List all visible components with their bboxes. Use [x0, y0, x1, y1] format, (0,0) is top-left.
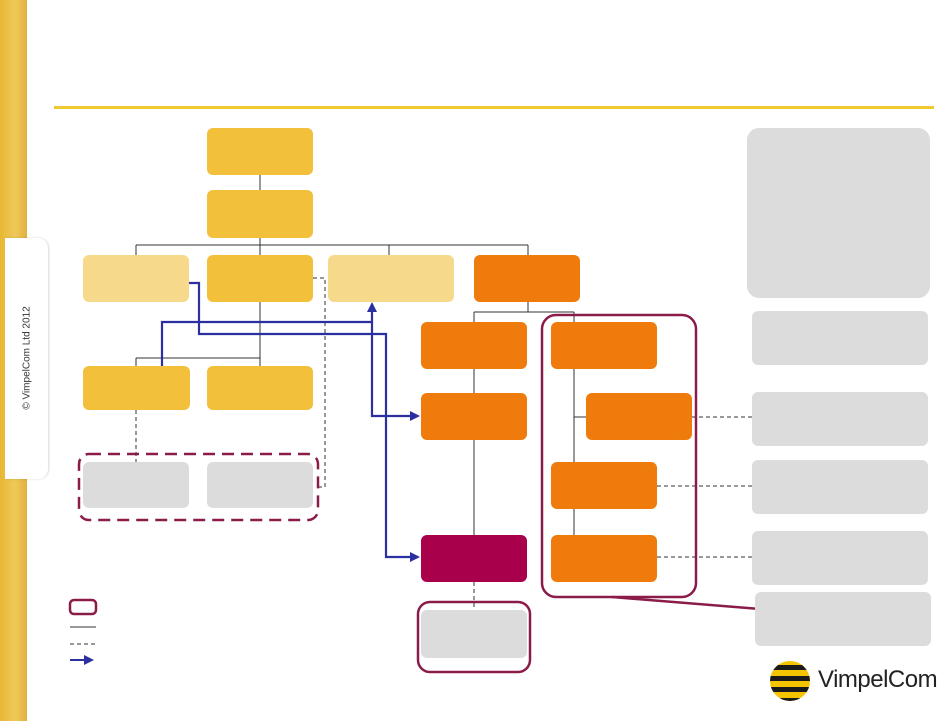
grey-box-right [207, 462, 313, 508]
connector-lines [135, 175, 586, 535]
title-rule [54, 106, 934, 109]
entity-box-crimson [421, 535, 527, 582]
entity-box-orange-right-1 [551, 322, 657, 369]
entity-box-sub-left [83, 366, 190, 410]
entity-box-light-left [83, 255, 189, 302]
info-panel-2 [752, 392, 928, 446]
entity-box-orange-right-4 [551, 535, 657, 582]
entity-box-orange-left-1 [421, 322, 527, 369]
entity-box-orange-parent [474, 255, 580, 302]
entity-box-orange-left-2 [421, 393, 527, 440]
striped-sphere-logo-icon [770, 661, 810, 701]
entity-box-sub-right [207, 366, 313, 410]
grey-box-bottom [421, 610, 527, 658]
entity-box-light-center [328, 255, 454, 302]
info-panel-1 [752, 311, 928, 365]
entity-box-orange-right-3 [551, 462, 657, 509]
group-outline-bottom [416, 600, 532, 674]
group-outline-dashed [77, 452, 320, 522]
entity-box-second [207, 190, 313, 238]
ownership-arrows [160, 281, 420, 562]
copyright-tab [5, 238, 48, 479]
info-panel-large [747, 128, 930, 298]
group-pointer-line [611, 595, 761, 611]
entity-box-top [207, 128, 313, 175]
legend-item-box [68, 598, 98, 616]
entity-box-orange-right-2 [586, 393, 692, 440]
legend [68, 598, 98, 665]
grey-box-left [83, 462, 189, 508]
info-panel-5 [755, 592, 931, 646]
info-panel-3 [752, 460, 928, 514]
info-panel-4 [752, 531, 928, 585]
entity-box-holding [207, 255, 313, 302]
brand-name: VimpelCom [818, 666, 938, 693]
